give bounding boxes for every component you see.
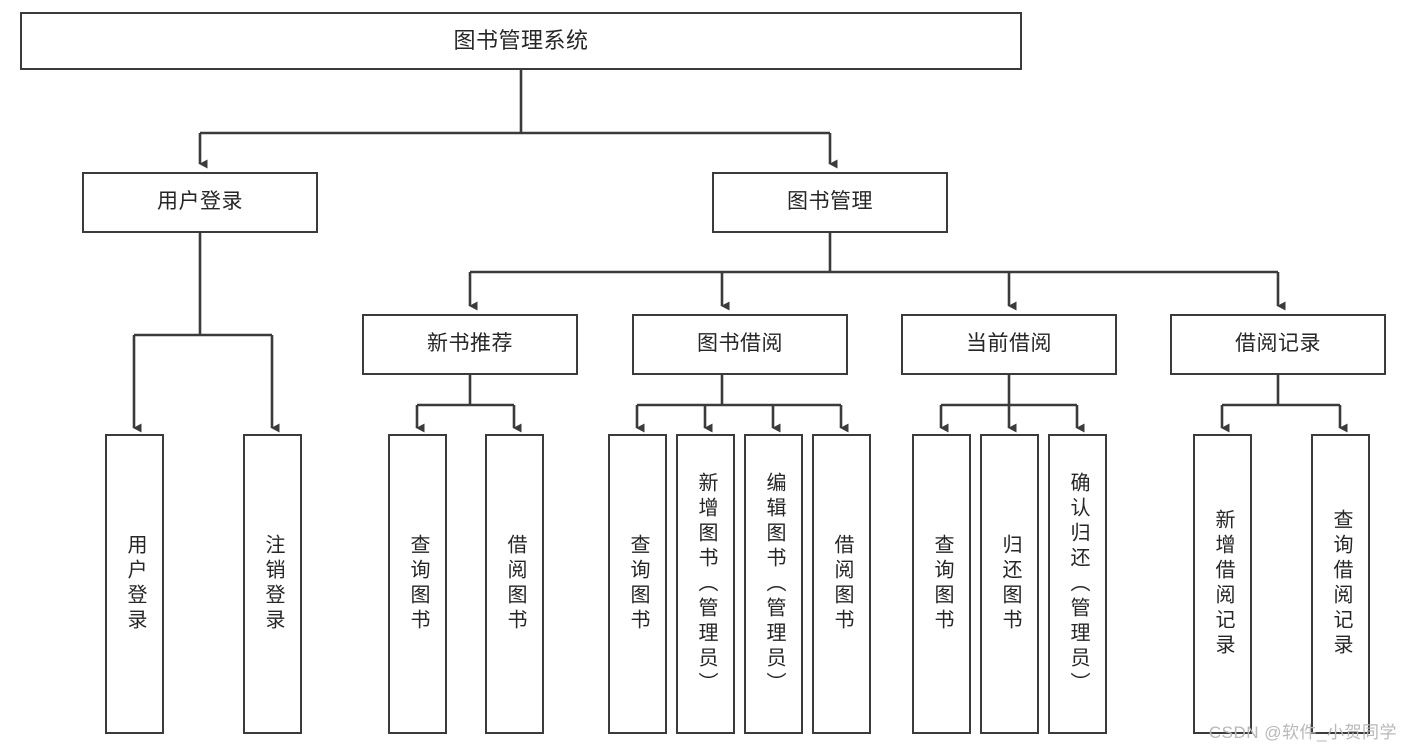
node-leaf-current-query-book[interactable]: 查询图书 bbox=[912, 434, 971, 734]
node-leaf-current-confirm-return[interactable]: 确认归还（管理员） bbox=[1048, 434, 1107, 734]
node-book-manage-label: 图书管理 bbox=[787, 190, 873, 214]
node-user-login[interactable]: 用户登录 bbox=[82, 172, 318, 233]
node-leaf-recommend-query-book[interactable]: 查询图书 bbox=[388, 434, 447, 734]
node-leaf-borrow-borrow-book[interactable]: 借阅图书 bbox=[812, 434, 871, 734]
node-book-manage[interactable]: 图书管理 bbox=[712, 172, 948, 233]
node-new-book-recommend[interactable]: 新书推荐 bbox=[362, 314, 578, 375]
node-leaf-borrow-edit-book-label: 编辑图书（管理员） bbox=[763, 471, 785, 697]
node-new-book-recommend-label: 新书推荐 bbox=[427, 332, 513, 356]
node-leaf-current-return-book-label: 归还图书 bbox=[999, 534, 1021, 634]
node-leaf-borrow-query-book-label: 查询图书 bbox=[627, 534, 649, 634]
node-borrow-record-label: 借阅记录 bbox=[1235, 332, 1321, 356]
node-book-borrow[interactable]: 图书借阅 bbox=[632, 314, 848, 375]
node-current-borrow-label: 当前借阅 bbox=[966, 332, 1052, 356]
node-leaf-recommend-borrow-book-label: 借阅图书 bbox=[504, 534, 526, 634]
node-leaf-current-return-book[interactable]: 归还图书 bbox=[980, 434, 1039, 734]
node-leaf-borrow-add-book[interactable]: 新增图书（管理员） bbox=[676, 434, 735, 734]
node-leaf-user-logout-label: 注销登录 bbox=[262, 534, 284, 634]
node-leaf-recommend-borrow-book[interactable]: 借阅图书 bbox=[485, 434, 544, 734]
node-leaf-user-login[interactable]: 用户登录 bbox=[105, 434, 164, 734]
node-leaf-record-query[interactable]: 查询借阅记录 bbox=[1311, 434, 1370, 734]
node-leaf-user-login-label: 用户登录 bbox=[124, 534, 146, 634]
node-user-login-label: 用户登录 bbox=[157, 190, 243, 214]
node-leaf-current-confirm-return-label: 确认归还（管理员） bbox=[1067, 471, 1089, 697]
watermark: CSDN @软件_小贺同学 bbox=[1208, 723, 1397, 742]
node-leaf-borrow-borrow-book-label: 借阅图书 bbox=[831, 534, 853, 634]
node-leaf-record-query-label: 查询借阅记录 bbox=[1330, 509, 1352, 659]
node-current-borrow[interactable]: 当前借阅 bbox=[901, 314, 1117, 375]
node-leaf-borrow-query-book[interactable]: 查询图书 bbox=[608, 434, 667, 734]
node-leaf-borrow-add-book-label: 新增图书（管理员） bbox=[695, 471, 717, 697]
node-root[interactable]: 图书管理系统 bbox=[20, 12, 1022, 70]
node-root-label: 图书管理系统 bbox=[453, 28, 589, 54]
node-leaf-user-logout[interactable]: 注销登录 bbox=[243, 434, 302, 734]
node-leaf-borrow-edit-book[interactable]: 编辑图书（管理员） bbox=[744, 434, 803, 734]
node-leaf-recommend-query-book-label: 查询图书 bbox=[407, 534, 429, 634]
node-leaf-record-add[interactable]: 新增借阅记录 bbox=[1193, 434, 1252, 734]
node-borrow-record[interactable]: 借阅记录 bbox=[1170, 314, 1386, 375]
node-book-borrow-label: 图书借阅 bbox=[697, 332, 783, 356]
node-leaf-record-add-label: 新增借阅记录 bbox=[1212, 509, 1234, 659]
node-leaf-current-query-book-label: 查询图书 bbox=[931, 534, 953, 634]
